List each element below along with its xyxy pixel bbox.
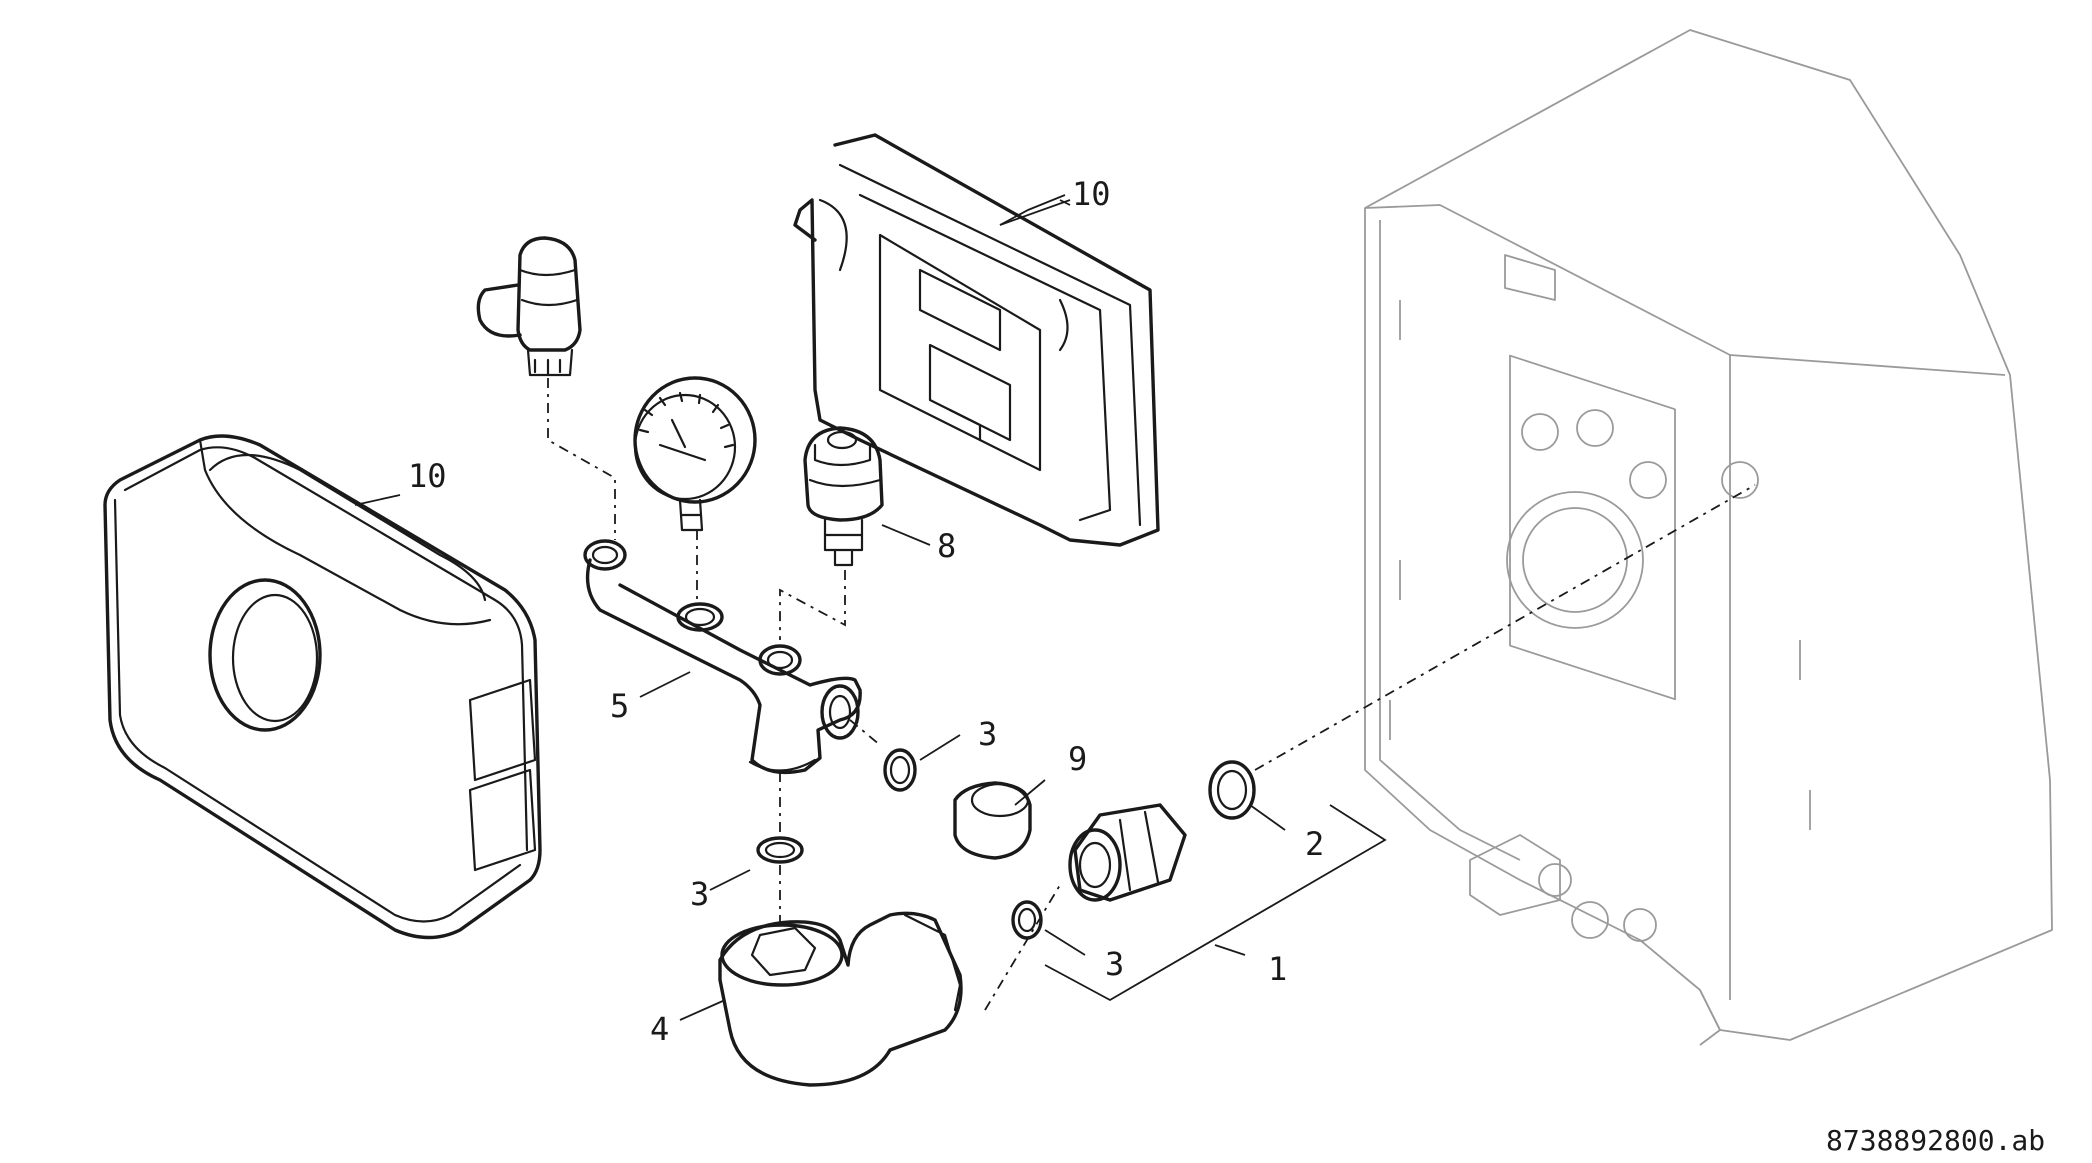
callout-3-middle: 3 bbox=[690, 875, 709, 913]
insulation-box-part-10 bbox=[103, 434, 542, 940]
air-vent-part-8 bbox=[803, 426, 884, 567]
callout-10-left: 10 bbox=[408, 457, 447, 495]
callout-9: 9 bbox=[1068, 740, 1087, 778]
callout-8: 8 bbox=[937, 527, 956, 565]
cap-part-9 bbox=[953, 781, 1032, 860]
callout-1: 1 bbox=[1268, 950, 1287, 988]
callout-2: 2 bbox=[1305, 825, 1324, 863]
callout-4: 4 bbox=[650, 1010, 669, 1048]
pressure-gauge bbox=[633, 376, 757, 532]
callout-5: 5 bbox=[610, 687, 629, 725]
callout-10-top: 10 bbox=[1072, 175, 1111, 213]
elbow-part-4 bbox=[718, 911, 963, 1087]
boiler-housing bbox=[1364, 29, 2053, 1046]
document-id: 8738892800.ab bbox=[1826, 1124, 2045, 1157]
o-ring-middle bbox=[756, 836, 804, 864]
callout-3-lower: 3 bbox=[1105, 945, 1124, 983]
adapter-fitting-part-1 bbox=[1068, 803, 1187, 902]
manifold-pipe-part-5 bbox=[583, 539, 862, 775]
leader-lines bbox=[354, 194, 1387, 1021]
o-ring-parts-3 bbox=[756, 748, 1043, 940]
o-ring-upper bbox=[883, 748, 917, 792]
o-ring-part-2 bbox=[1208, 760, 1256, 820]
assembly-axis-lines bbox=[547, 378, 1756, 1011]
callout-labels: 10 10 8 5 3 9 3 3 4 2 1 bbox=[408, 175, 1324, 1048]
insulation-tray-part-10 bbox=[793, 133, 1160, 547]
callout-3-upper: 3 bbox=[978, 715, 997, 753]
pressure-relief-valve bbox=[476, 236, 582, 377]
o-ring-lower bbox=[1011, 900, 1043, 940]
